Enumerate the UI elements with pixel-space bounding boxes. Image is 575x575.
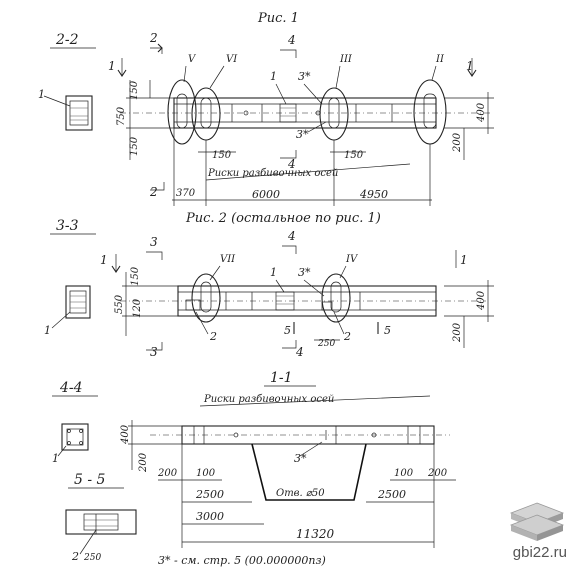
hole-note: Отв. ⌀50 [276,488,325,499]
risk-axes-note-fig1: Риски разбивочных осей [207,168,338,179]
part-2-section55-callout: 2 [71,550,79,563]
section-3-3-drawing [65,285,91,319]
dim-200-right-1-1: 200 [427,468,448,479]
fig1-title: Рис. 1 [257,11,299,26]
callout-VII: VII [220,254,236,265]
part-1-fig2-callout: 1 [270,266,277,279]
dim-100-left-1-1: 100 [196,468,216,479]
section-4-4-drawing [61,423,89,451]
cut-3-bottom-label: 3 [150,345,158,359]
dim-200-1-1: 200 [138,452,149,473]
cut-4-bottom-label: 4 [287,157,296,171]
part-3star-fig2-callout: 3* [298,266,311,279]
part-3star-1-1-callout: 3* [294,452,307,465]
dim-150-mid-left: 150 [212,150,232,161]
dim-200-fig1: 200 [452,132,463,153]
section-3-3-label: 3-3 [56,218,79,234]
part-3star-fig1-lower-callout: 3* [296,128,309,141]
watermark-text: gbi22.ru [512,544,567,561]
cut-1-right-label: 1 [466,59,474,73]
dim-2500-right: 2500 [377,488,406,501]
dim-3000: 3000 [196,510,224,523]
cut-4-bottom-fig2: 4 [295,345,304,359]
beam-section-1-1 [150,425,450,501]
section-4-4-label: 4-4 [59,380,83,396]
cut-2-bottom-label: 2 [149,185,158,199]
section-5-5-drawing [65,509,137,535]
cut-1-left-fig2: 1 [100,253,108,267]
section-5-5-label: 5 - 5 [74,472,106,488]
dim-150-mid-right: 150 [344,150,364,161]
dim-6000: 6000 [252,188,280,201]
dim-250-section55: 250 [83,553,101,563]
cut-1-right-fig2: 1 [460,253,468,267]
cut-2-top-label: 2 [149,31,158,45]
dim-200-left-1-1: 200 [157,468,178,479]
dim-150-fig2: 150 [130,266,141,286]
callout-V: V [188,54,197,65]
dim-11320: 11320 [296,527,335,541]
dim-100-right-1-1: 100 [394,468,414,479]
callout-III: III [339,54,353,65]
cut-4-top-label: 4 [287,33,296,47]
cut-5-left-label: 5 [284,324,291,337]
section-1-1-label: 1-1 [270,370,293,386]
dim-750: 750 [116,106,127,126]
callout-II: II [435,54,445,65]
dim-150-top: 150 [129,80,140,100]
part-2-fig2-left-callout: 2 [209,330,217,343]
dim-400-fig1: 400 [476,102,487,123]
part-1-section44-callout: 1 [52,452,59,465]
cut-3-top-label: 3 [150,235,158,249]
cut-4-top-fig2: 4 [287,229,296,243]
part-1-fig1-callout: 1 [270,70,277,83]
part-1-callout: 1 [38,88,45,101]
fig2-title: Рис. 2 (остальное по рис. 1) [185,211,381,226]
dim-200-fig2: 200 [452,322,463,343]
stacked-slabs-icon [505,499,569,567]
footnote: 3* - см. стр. 5 (00.000000пз) [158,554,326,567]
section-2-2-drawing [65,95,93,131]
beam-fig2 [120,273,486,323]
cut-5-right-label: 5 [384,324,391,337]
dim-400-1-1: 400 [120,424,131,445]
part-2-fig2-right-callout: 2 [343,330,351,343]
cut-1-left-label: 1 [108,59,116,73]
dim-370: 370 [176,188,196,199]
callout-IV: IV [345,254,359,265]
dim-550: 550 [114,294,125,314]
dim-400-fig2: 400 [476,290,487,311]
callout-VI: VI [226,54,238,65]
dim-250-fig2: 250 [317,339,335,349]
risk-axes-note-1-1: Риски разбивочных осей [203,394,334,405]
part-3star-fig1-callout: 3* [298,70,311,83]
dim-120: 120 [132,298,143,318]
dim-2500-left: 2500 [195,488,224,501]
section-2-2-label: 2-2 [55,32,79,48]
part-1-section33-callout: 1 [44,324,51,337]
dim-4950: 4950 [359,188,388,201]
dim-150-bottom: 150 [129,136,140,156]
